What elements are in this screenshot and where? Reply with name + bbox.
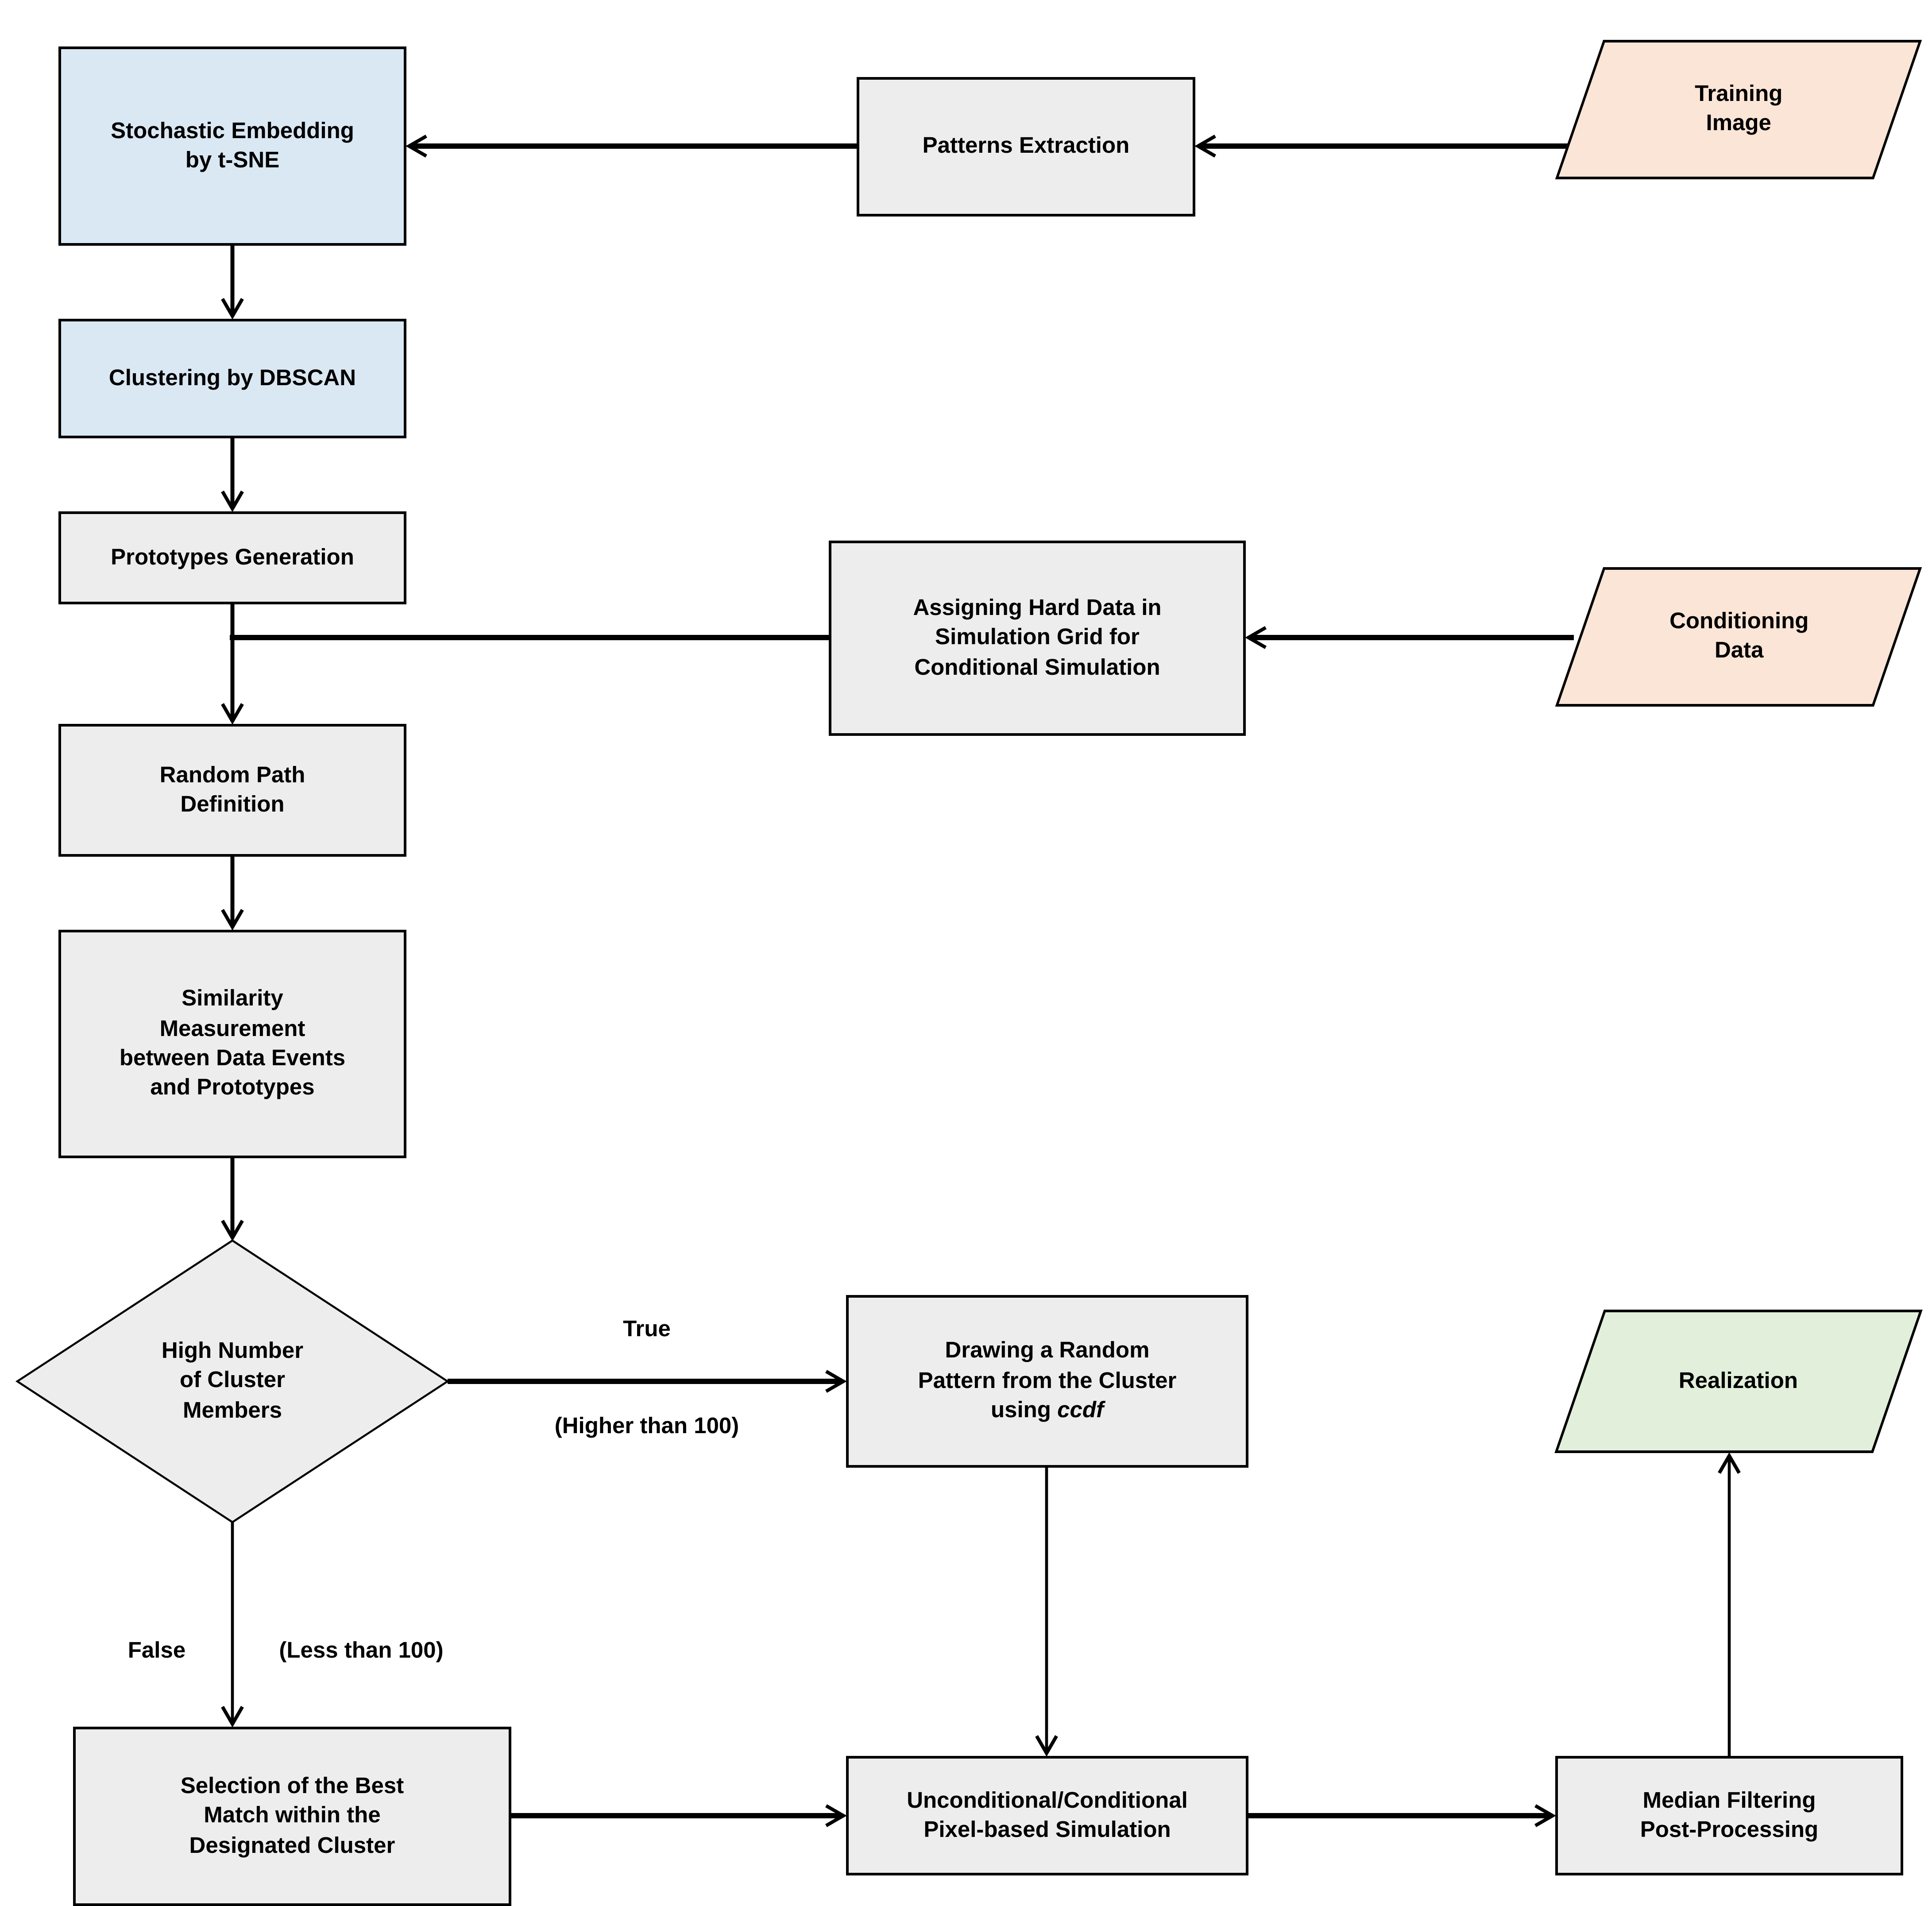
node-drawing-random-pattern-ccdf: ccdf <box>1057 1397 1104 1423</box>
node-drawing-random-pattern: Drawing a Random Pattern from the Cluste… <box>846 1295 1248 1468</box>
node-realization-label: Realization <box>1679 1368 1798 1393</box>
node-median-filtering-label: Median Filtering Post-Processing <box>1640 1787 1819 1842</box>
node-prototypes-generation-label: Prototypes Generation <box>111 544 354 570</box>
node-similarity-measurement-label: Similarity Measurement between Data Even… <box>119 986 346 1101</box>
node-unconditional-simulation: Unconditional/Conditional Pixel-based Si… <box>846 1756 1248 1875</box>
edge-label-higher-than-100: (Higher than 100) <box>554 1413 739 1438</box>
node-stochastic-embedding: Stochastic Embedding by t-SNE <box>58 46 406 246</box>
node-clustering-dbscan-label: Clustering by DBSCAN <box>108 365 356 390</box>
edge-label-less-than-100: (Less than 100) <box>279 1638 444 1663</box>
node-high-number-decision-label: High Number of Cluster Members <box>161 1338 304 1423</box>
node-drawing-random-pattern-label: Drawing a Random Pattern from the Cluste… <box>918 1337 1177 1426</box>
node-patterns-extraction-label: Patterns Extraction <box>922 133 1130 159</box>
node-conditioning-data: Conditioning Data <box>1555 567 1922 707</box>
node-similarity-measurement: Similarity Measurement between Data Even… <box>58 930 406 1158</box>
node-conditioning-data-label: Conditioning Data <box>1669 608 1808 664</box>
node-clustering-dbscan: Clustering by DBSCAN <box>58 319 406 438</box>
node-patterns-extraction: Patterns Extraction <box>857 77 1195 217</box>
node-assigning-hard-data: Assigning Hard Data in Simulation Grid f… <box>829 541 1246 736</box>
node-drawing-random-pattern-text: Drawing a Random Pattern from the Cluste… <box>918 1338 1177 1423</box>
node-realization: Realization <box>1554 1310 1923 1453</box>
node-unconditional-simulation-label: Unconditional/Conditional Pixel-based Si… <box>907 1787 1188 1842</box>
node-prototypes-generation: Prototypes Generation <box>58 511 406 604</box>
edge-label-false: False <box>128 1638 186 1663</box>
node-selection-best-match: Selection of the Best Match within the D… <box>73 1727 511 1906</box>
node-training-image-label: Training Image <box>1694 81 1783 136</box>
node-selection-best-match-label: Selection of the Best Match within the D… <box>180 1773 404 1858</box>
node-assigning-hard-data-label: Assigning Hard Data in Simulation Grid f… <box>913 595 1162 680</box>
node-random-path: Random Path Definition <box>58 724 406 857</box>
node-random-path-label: Random Path Definition <box>159 762 305 817</box>
node-stochastic-embedding-label: Stochastic Embedding by t-SNE <box>111 117 354 173</box>
edge-label-true: True <box>623 1316 671 1342</box>
node-training-image: Training Image <box>1555 40 1922 179</box>
node-median-filtering: Median Filtering Post-Processing <box>1555 1756 1903 1875</box>
